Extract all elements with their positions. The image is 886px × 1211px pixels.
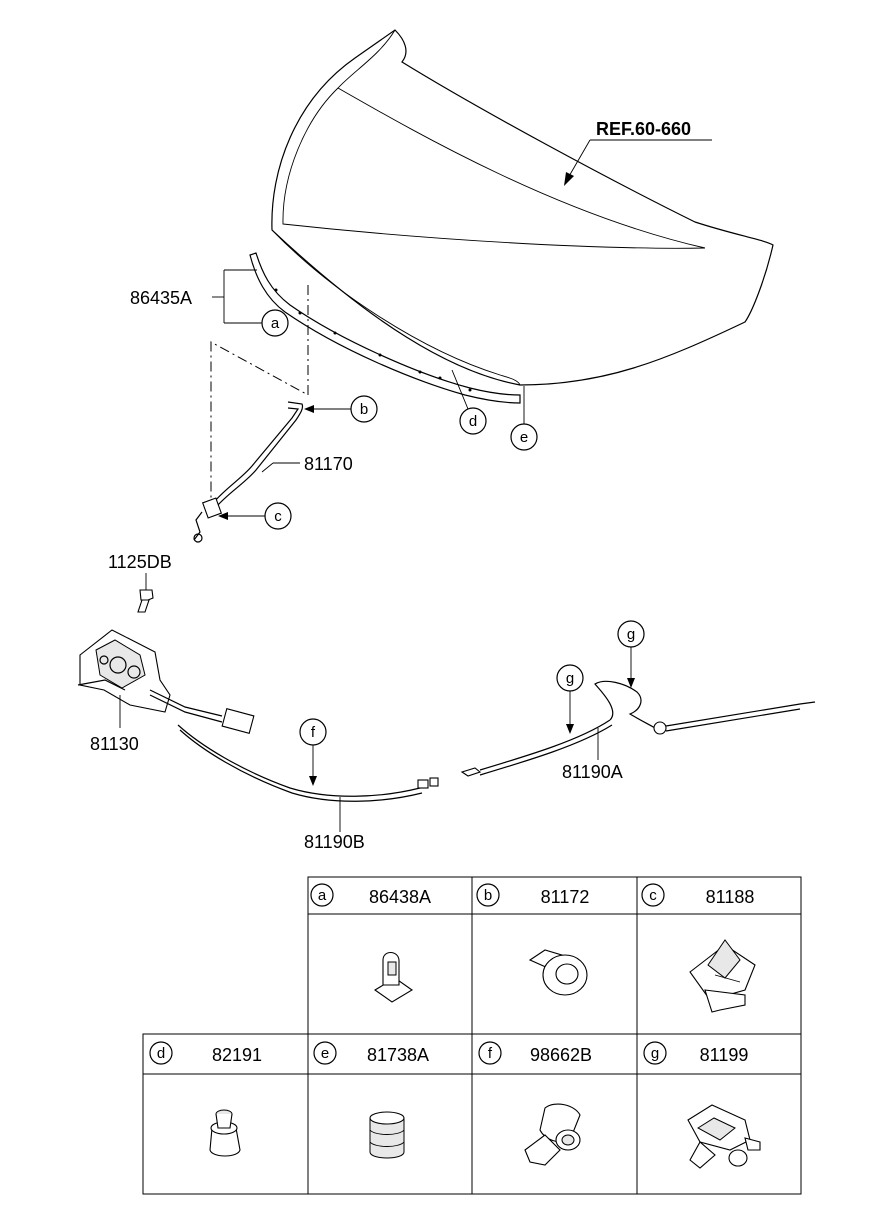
svg-text:d: d xyxy=(157,1045,165,1062)
svg-text:e: e xyxy=(321,1045,329,1062)
svg-text:c: c xyxy=(649,887,657,904)
ref-label: REF.60-660 xyxy=(596,119,691,139)
label-81170: 81170 xyxy=(304,454,353,474)
legend-part-81188: 81188 xyxy=(706,887,755,907)
legend-cell-d: d 82191 xyxy=(149,1041,262,1157)
label-86435A: 86435A xyxy=(130,288,192,308)
legend-cell-b: b 81172 xyxy=(476,883,590,996)
marker-d: d xyxy=(451,369,487,435)
clip-81188-illustration xyxy=(689,939,756,1013)
release-cable-81190A: 81190A xyxy=(460,680,816,782)
svg-text:g: g xyxy=(651,1045,659,1062)
svg-text:a: a xyxy=(271,315,280,332)
bolt-1125DB: 1125DB xyxy=(108,552,172,613)
legend-cell-g: g 81199 xyxy=(643,1041,761,1169)
marker-b: b xyxy=(304,395,378,423)
marker-g-upper: g xyxy=(617,620,645,688)
svg-text:f: f xyxy=(311,724,316,741)
legend-part-81199: 81199 xyxy=(700,1045,749,1065)
legend-part-86438A: 86438A xyxy=(369,887,431,907)
marker-g-lower: g xyxy=(556,664,584,734)
ref-callout: REF.60-660 xyxy=(564,119,712,186)
marker-a: a xyxy=(261,309,289,337)
legend-part-81172: 81172 xyxy=(541,887,590,907)
clip-81199-illustration xyxy=(687,1104,761,1169)
svg-text:f: f xyxy=(488,1045,493,1062)
legend-cell-e: e 81738A xyxy=(313,1041,429,1159)
legend-part-98662B: 98662B xyxy=(530,1045,592,1065)
legend-cell-c: c 81188 xyxy=(641,883,756,1013)
hood-weatherstrip xyxy=(249,252,521,404)
hood-stay-rod: 81170 xyxy=(193,401,353,543)
svg-text:b: b xyxy=(484,887,492,904)
bumper-82191-illustration xyxy=(209,1109,241,1157)
label-81130: 81130 xyxy=(90,734,139,754)
svg-text:a: a xyxy=(318,887,327,904)
label-81190B: 81190B xyxy=(304,832,365,852)
leader-lines xyxy=(210,285,309,498)
label-1125DB: 1125DB xyxy=(108,552,172,572)
legend-part-82191: 82191 xyxy=(212,1045,262,1065)
grommet-81172-illustration xyxy=(528,949,588,996)
callout-86435A: 86435A xyxy=(130,269,262,324)
bumper-81738A-illustration xyxy=(369,1111,405,1159)
svg-text:g: g xyxy=(566,670,574,687)
clip-86438A-illustration xyxy=(373,951,414,1003)
legend-part-81738A: 81738A xyxy=(367,1045,429,1065)
legend-table: a 86438A b 81172 c 81188 xyxy=(142,876,802,1195)
clip-98662B-illustration xyxy=(524,1103,581,1166)
label-81190A: 81190A xyxy=(562,762,623,782)
legend-cell-a: a 86438A xyxy=(310,883,431,1003)
svg-text:c: c xyxy=(274,508,282,525)
hood-latch-81130: 81130 xyxy=(77,629,255,754)
svg-text:b: b xyxy=(360,401,368,418)
legend-cell-f: f 98662B xyxy=(478,1041,592,1166)
svg-text:d: d xyxy=(469,413,477,430)
marker-c: c xyxy=(218,502,292,530)
svg-text:e: e xyxy=(520,429,528,446)
svg-text:g: g xyxy=(627,626,635,643)
marker-e: e xyxy=(510,386,538,451)
release-cable-81190B: 81190B xyxy=(177,724,439,852)
hood-panel xyxy=(271,29,774,386)
marker-f: f xyxy=(299,718,327,786)
